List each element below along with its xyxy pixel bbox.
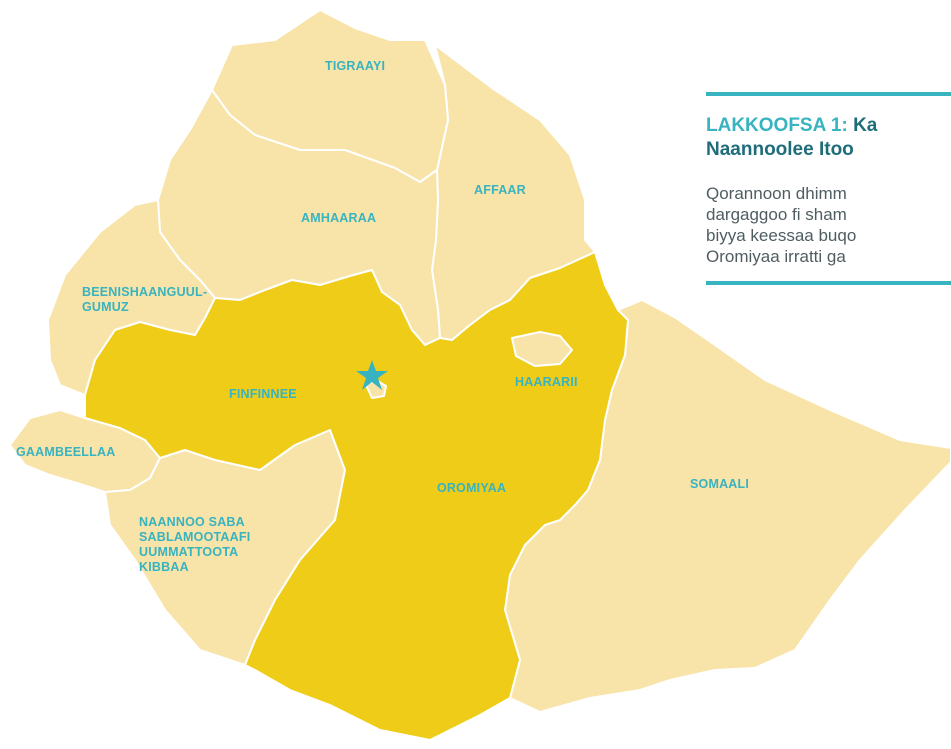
- label-oromiyaa: OROMIYAA: [437, 481, 506, 495]
- label-finfinnee: FINFINNEE: [229, 387, 297, 401]
- figure-description-line: Oromiyaa irratti ga: [706, 247, 846, 266]
- label-tigraayi: TIGRAAYI: [325, 59, 385, 73]
- label-beenishaanguul-gumuz: BEENISHAANGUUL- GUMUZ: [82, 285, 211, 314]
- label-gaambeellaa: GAAMBEELLAA: [16, 445, 115, 459]
- figure-description-line: Qorannoon dhimm: [706, 184, 847, 203]
- star-icon: [356, 360, 388, 390]
- caption-bottom-rule: [706, 281, 951, 285]
- region-haararii-inset[interactable]: [511, 331, 573, 367]
- figure-caption-panel: LAKKOOFSA 1: Ka Naannoolee Itoo Qorannoo…: [706, 92, 951, 285]
- figure-title-line-1: LAKKOOFSA 1: Ka: [706, 114, 951, 138]
- figure-title: LAKKOOFSA 1: Ka Naannoolee Itoo: [706, 114, 951, 162]
- figure-description-line: dargaggoo fi sham: [706, 205, 847, 224]
- label-snnp: NAANNOO SABA SABLAMOOTAAFI UUMMATTOOTA K…: [139, 515, 254, 574]
- label-amhaaraa: AMHAARAA: [301, 211, 376, 225]
- label-somaali: SOMAALI: [690, 477, 749, 491]
- figure-description: Qorannoon dhimm dargaggoo fi sham biyya …: [706, 183, 951, 267]
- label-haararii: HAARARII: [515, 375, 578, 389]
- figure-description-line: biyya keessaa buqo: [706, 226, 857, 245]
- figure-number: LAKKOOFSA 1:: [706, 115, 848, 136]
- region-oromiyaa[interactable]: [84, 251, 629, 741]
- figure-title-text-2: Naannoolee Itoo: [706, 139, 854, 160]
- caption-top-rule: [706, 92, 951, 96]
- figure-title-text-1: Ka: [853, 115, 878, 136]
- label-affaar: AFFAAR: [474, 183, 526, 197]
